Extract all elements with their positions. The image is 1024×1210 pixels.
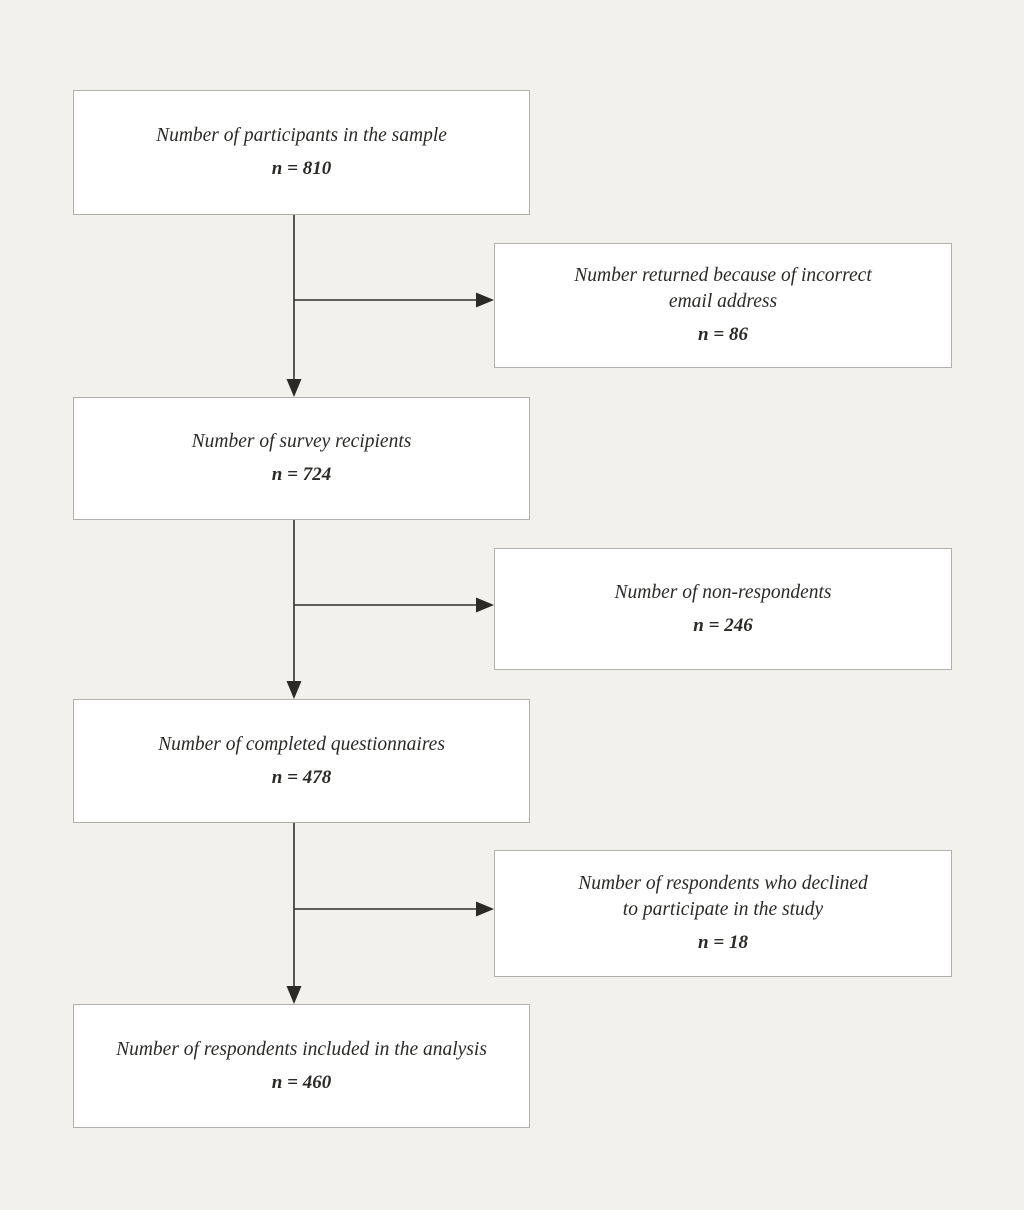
node-count: n = 18	[698, 932, 748, 953]
node-label: Number of participants in the sample	[156, 125, 447, 146]
node-label: Number returned because of incorrect ema…	[574, 265, 872, 312]
arrowhead-right-nonrespondents	[476, 597, 494, 613]
flow-node-sample: Number of participants in the sample n =…	[73, 90, 530, 215]
flow-node-completed-questionnaires: Number of completed questionnaires n = 4…	[73, 699, 530, 823]
node-count: n = 246	[693, 614, 753, 636]
node-label: Number of respondents included in the an…	[116, 1038, 487, 1060]
node-label: Number of non-respondents	[614, 581, 832, 603]
node-label: Number of survey recipients	[191, 431, 412, 452]
node-count: n = 810	[271, 158, 332, 179]
node-count: n = 460	[271, 1071, 332, 1093]
node-count: n = 86	[698, 324, 748, 345]
node-label: Number of respondents who declined to pa…	[578, 873, 868, 920]
arrowhead-down-recipients	[286, 379, 302, 397]
node-count: n = 478	[271, 766, 332, 788]
arrowhead-right-returned	[476, 292, 494, 308]
flow-node-declined-participation: Number of respondents who declined to pa…	[494, 850, 952, 977]
arrowhead-right-declined	[476, 901, 494, 917]
node-count: n = 724	[271, 464, 332, 485]
flow-node-included-in-analysis: Number of respondents included in the an…	[73, 1004, 530, 1128]
flow-node-non-respondents: Number of non-respondents n = 246	[494, 548, 952, 670]
flow-node-returned-email: Number returned because of incorrect ema…	[494, 243, 952, 368]
arrowhead-down-analysis	[286, 986, 302, 1004]
flow-node-survey-recipients: Number of survey recipients n = 724	[73, 397, 530, 520]
arrowhead-down-completed	[286, 681, 302, 699]
node-label: Number of completed questionnaires	[158, 733, 445, 755]
